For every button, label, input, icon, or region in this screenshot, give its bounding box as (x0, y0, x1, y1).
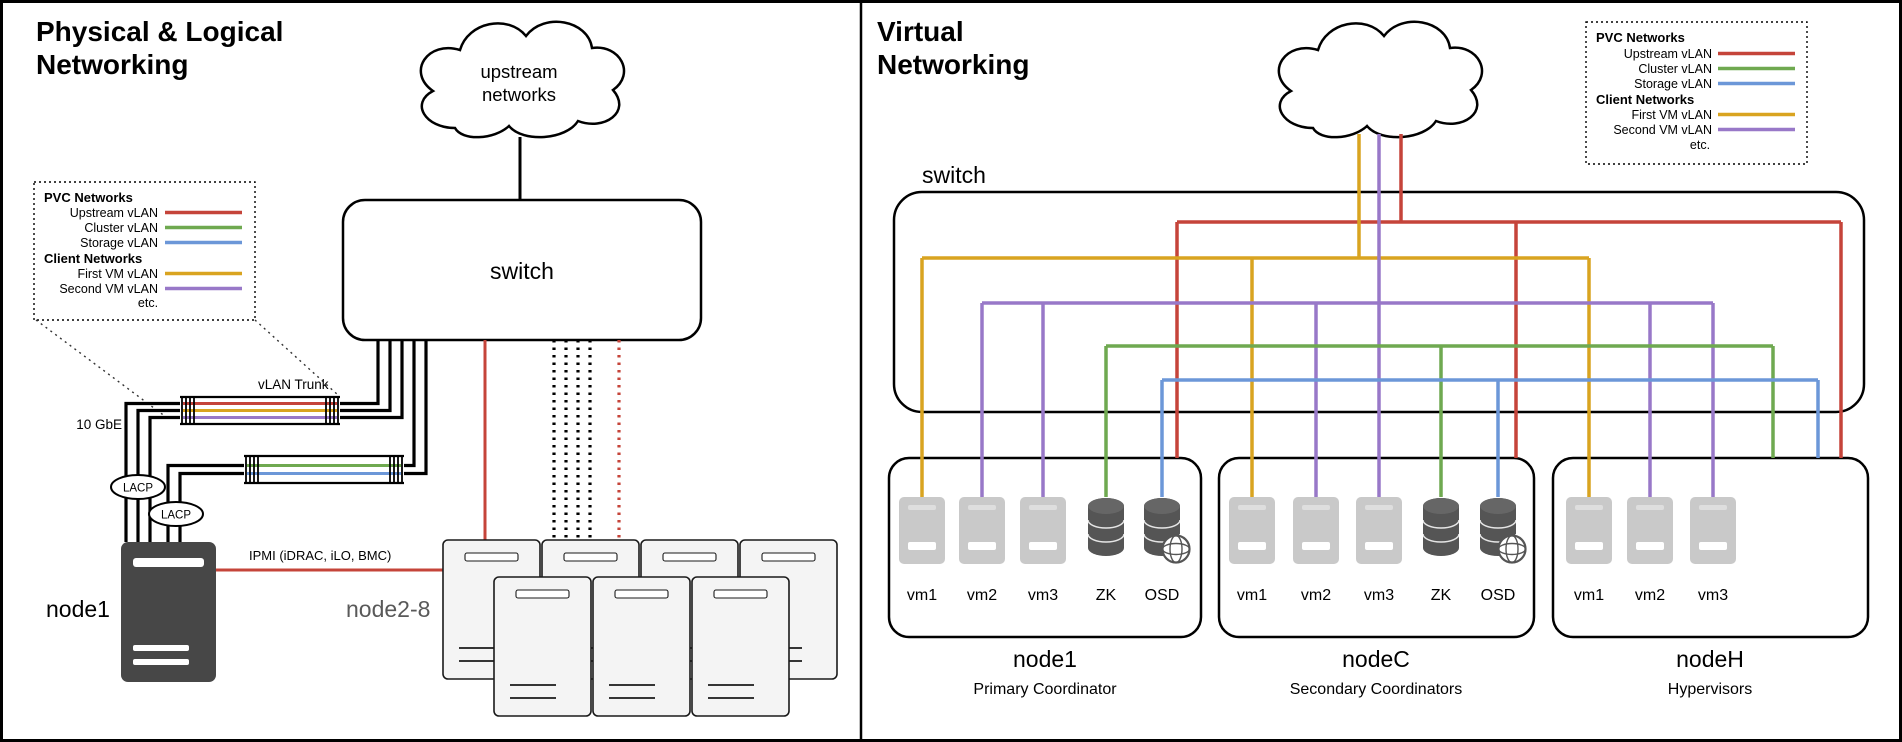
legend-item-second-vm: Second VM vLAN (1613, 123, 1712, 137)
vm-label: vm1 (907, 587, 937, 604)
right-panel-title-line1: Virtual (877, 16, 964, 47)
vlan-trunk-bundle-1 (180, 395, 340, 426)
node1-name: node1 (1013, 646, 1077, 672)
nodeH-name: nodeH (1676, 646, 1744, 672)
trunk2-sheath (244, 454, 404, 485)
legend-item-storage: Storage vLAN (80, 236, 158, 250)
lacp-badge-2: LACP (148, 501, 204, 527)
lacp1-oval (110, 474, 166, 500)
physical-switch-box (341, 198, 703, 342)
vm-label: vm2 (1301, 587, 1331, 604)
legend-etc: etc. (1690, 138, 1710, 152)
nodeC-contents: vm1 vm2 vm3 ZK OSD nodeC Secondary Coord… (1229, 497, 1527, 698)
cloud-label-line1: upstream (480, 61, 557, 82)
zookeeper-db-icon (1422, 498, 1460, 556)
cloud-label-line2: networks (482, 84, 556, 105)
vm-icon (1293, 497, 1339, 564)
osd-label: OSD (1145, 587, 1180, 604)
nodeC-role: Secondary Coordinators (1290, 681, 1463, 698)
vm-icon (1690, 497, 1736, 564)
legend-etc: etc. (138, 296, 158, 310)
node1-vent-line-2 (133, 659, 189, 665)
legend-pvc-header: PVC Networks (44, 190, 133, 205)
ipmi-label: IPMI (iDRAC, iLO, BMC) (249, 548, 391, 563)
virtual-switch-label: switch (922, 162, 986, 188)
legend-pvc-header: PVC Networks (1596, 30, 1685, 45)
osd-db-globe-icon (1143, 498, 1191, 564)
node1-label: node1 (46, 596, 110, 622)
zookeeper-db-icon (1087, 498, 1125, 556)
server-icon (691, 576, 790, 717)
lacp1-label: LACP (123, 483, 153, 495)
vm-label: vm3 (1364, 587, 1394, 604)
vm-label: vm1 (1237, 587, 1267, 604)
bus-upstream-vlan (1175, 134, 1843, 458)
vm-icon (899, 497, 945, 564)
legend-item-first-vm: First VM vLAN (77, 267, 158, 281)
lacp-badge-1: LACP (110, 474, 166, 500)
legend-item-upstream: Upstream vLAN (70, 206, 158, 220)
legend-item-upstream: Upstream vLAN (1624, 47, 1712, 61)
physical-switch-label: switch (490, 258, 554, 284)
nodeH-role: Hypervisors (1668, 681, 1752, 698)
zk-label: ZK (1096, 587, 1117, 604)
vm-label: vm1 (1574, 587, 1604, 604)
vm-label: vm3 (1028, 587, 1058, 604)
bus-cluster-vlan (1104, 344, 1775, 497)
node1-drive-slot (133, 558, 204, 567)
server-icon (592, 576, 691, 717)
bus-first-vm-vlan (920, 134, 1591, 497)
ten-gbe-label: 10 GbE (76, 417, 122, 432)
legend-item-cluster: Cluster vLAN (84, 221, 158, 235)
legend-client-header: Client Networks (44, 251, 142, 266)
server-icon (493, 576, 592, 717)
osd-db-globe-icon (1479, 498, 1527, 564)
vlan-trunk-label: vLAN Trunk (258, 377, 329, 392)
bus-second-vm-vlan (980, 134, 1715, 497)
vm-icon (1229, 497, 1275, 564)
legend-zoom-line-right (254, 319, 339, 396)
node2-8-uplinks (552, 340, 592, 540)
legend-right: PVC Networks Upstream vLAN Cluster vLAN … (1585, 21, 1808, 165)
bus-storage-vlan (1160, 378, 1820, 497)
trunk2-end-caps (245, 455, 403, 484)
left-panel-title-line2: Networking (36, 49, 188, 80)
legend-item-first-vm: First VM vLAN (1631, 108, 1712, 122)
left-panel: Physical & Logical Networking upstream n… (33, 16, 838, 717)
vm-icon (1566, 497, 1612, 564)
legend-left-box (33, 181, 256, 321)
vm-label: vm3 (1698, 587, 1728, 604)
legend-item-cluster: Cluster vLAN (1638, 62, 1712, 76)
right-panel-title-line2: Networking (877, 49, 1029, 80)
node2-8-cluster (442, 539, 838, 717)
nodeC-name: nodeC (1342, 646, 1410, 672)
legend-right-box (1585, 21, 1808, 165)
legend-left: PVC Networks Upstream vLAN Cluster vLAN … (33, 181, 256, 321)
node1-tower (121, 542, 216, 682)
vm-label: vm2 (1635, 587, 1665, 604)
vm-icon (1020, 497, 1066, 564)
left-panel-title-line1: Physical & Logical (36, 16, 283, 47)
vlan-trunk-bundle-2 (244, 454, 404, 485)
globe-icon (1497, 534, 1527, 564)
right-panel: Virtual Networking PVC Networks Upstream… (877, 16, 1870, 698)
trunk1-end-caps (181, 396, 339, 425)
legend-item-storage: Storage vLAN (1634, 77, 1712, 91)
legend-client-header: Client Networks (1596, 92, 1694, 107)
osd-label: OSD (1481, 587, 1516, 604)
node1-role: Primary Coordinator (973, 681, 1117, 698)
node1-vent-line-1 (133, 645, 189, 651)
vm-icon (959, 497, 1005, 564)
vm-icon (1356, 497, 1402, 564)
vm-icon (1627, 497, 1673, 564)
zk-label: ZK (1431, 587, 1452, 604)
lacp2-oval (148, 501, 204, 527)
lacp2-label: LACP (161, 510, 191, 522)
legend-item-second-vm: Second VM vLAN (59, 282, 158, 296)
node2-8-label: node2-8 (346, 596, 430, 622)
globe-icon (1161, 534, 1191, 564)
vm-label: vm2 (967, 587, 997, 604)
nodeH-contents: vm1 vm2 vm3 nodeH Hypervisors (1566, 497, 1752, 698)
node1-contents: vm1 vm2 vm3 ZK OSD node1 Primary Coordin… (899, 497, 1191, 698)
